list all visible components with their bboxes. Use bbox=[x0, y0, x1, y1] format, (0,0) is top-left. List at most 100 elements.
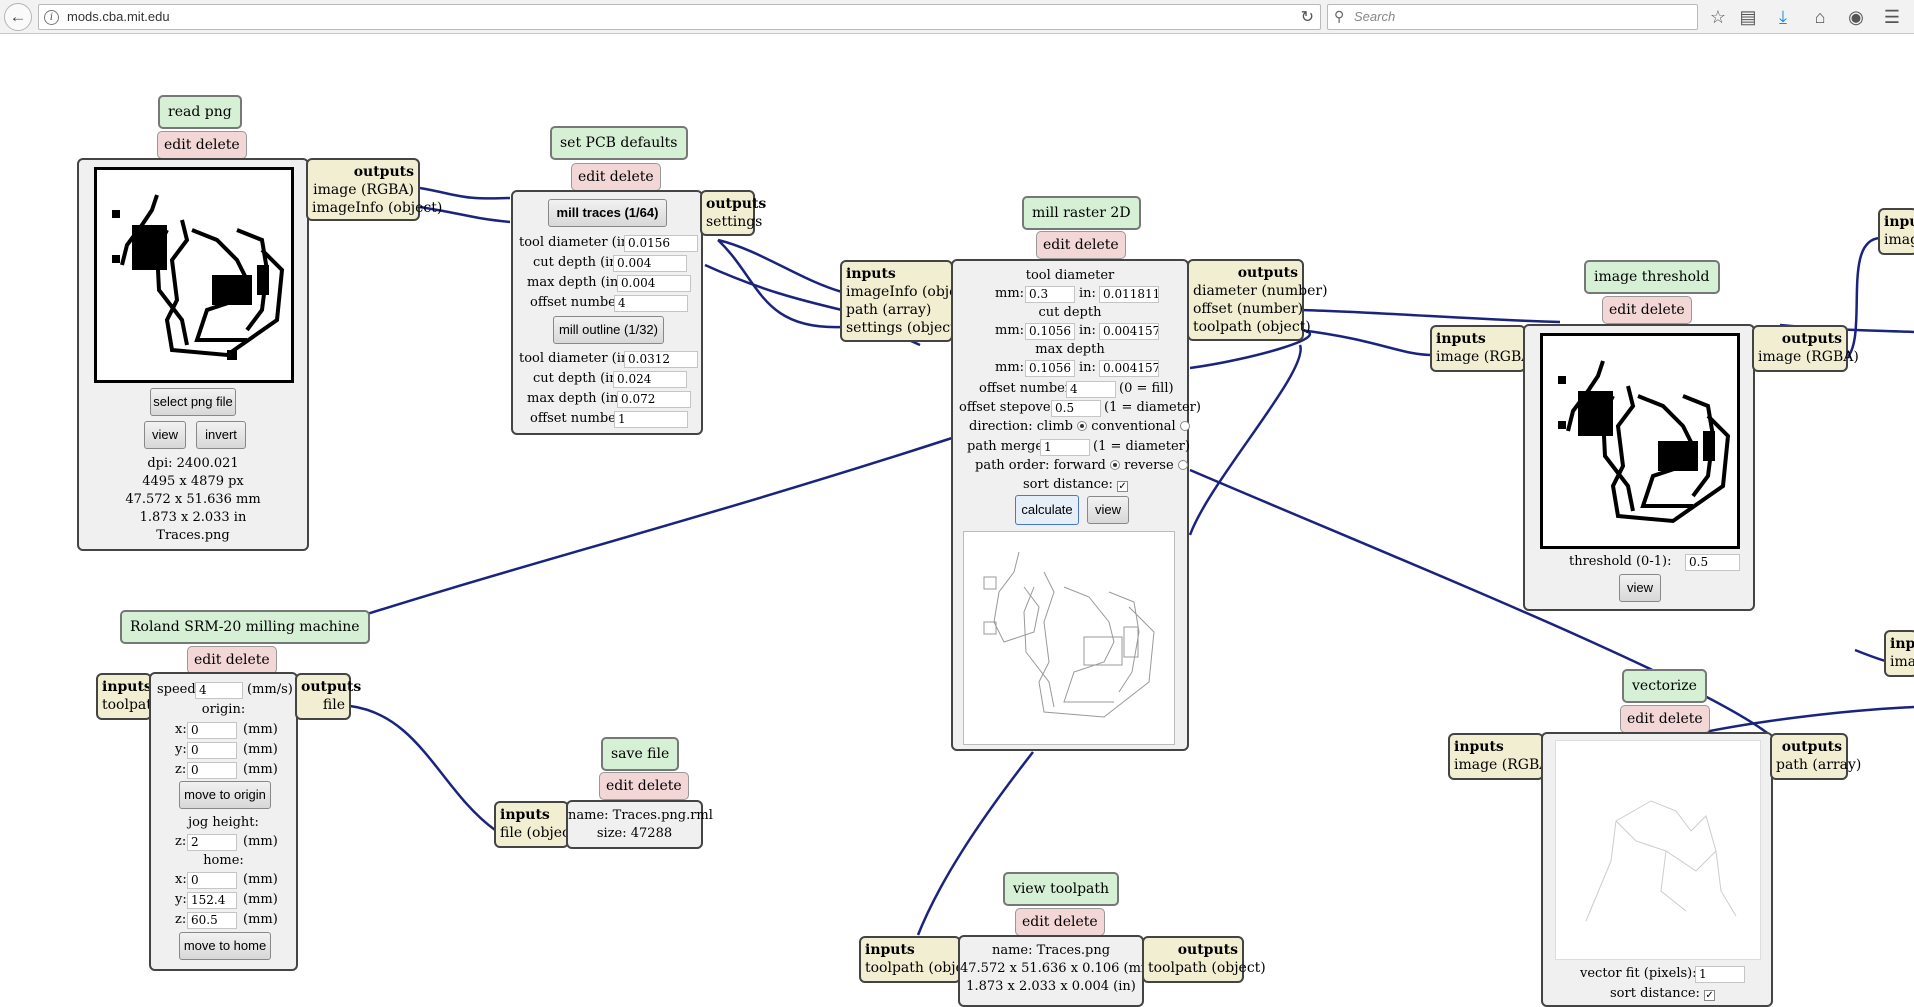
vectorize-outputs[interactable]: outputs path (array) bbox=[1770, 733, 1861, 780]
input-port[interactable]: toolpath bbox=[102, 697, 161, 713]
vectorize-edit-delete[interactable]: edit delete bbox=[1620, 705, 1710, 733]
search-input[interactable]: ⚲ Search bbox=[1327, 4, 1698, 30]
move-to-home-button[interactable]: move to home bbox=[179, 932, 271, 960]
home-x-field[interactable]: 0 bbox=[187, 872, 237, 889]
vectorize-title[interactable]: vectorize bbox=[1622, 669, 1707, 703]
bookmark-star-icon[interactable]: ☆ bbox=[1709, 7, 1727, 27]
speed-field[interactable]: 4 bbox=[195, 682, 243, 699]
output-port[interactable]: diameter (number) bbox=[1193, 283, 1328, 299]
mill-raster-edit-delete[interactable]: edit delete bbox=[1036, 231, 1126, 259]
input-port[interactable]: file (object) bbox=[500, 825, 581, 841]
output-port[interactable]: image (RGBA) bbox=[313, 182, 414, 198]
read-png-outputs[interactable]: outputs image (RGBA) imageInfo (object) bbox=[306, 158, 442, 221]
jog-z-field[interactable]: 2 bbox=[187, 834, 237, 851]
origin-y-field[interactable]: 0 bbox=[187, 742, 237, 759]
roland-outputs[interactable]: outputs file bbox=[295, 673, 361, 720]
view-button[interactable]: view bbox=[1619, 574, 1661, 602]
cut-depth-in-field[interactable]: 0.004157 bbox=[1099, 323, 1159, 340]
back-button[interactable]: ← bbox=[4, 3, 32, 31]
partial-module-inputs[interactable]: inpu imag bbox=[1878, 208, 1914, 255]
offset-stepover-field[interactable]: 0.5 bbox=[1051, 400, 1101, 417]
output-port[interactable]: toolpath (object) bbox=[1193, 319, 1311, 335]
input-port[interactable]: imag bbox=[1890, 654, 1914, 670]
view-button[interactable]: view bbox=[144, 421, 186, 449]
mill-raster-inputs[interactable]: inputs imageInfo (object) path (array) s… bbox=[840, 260, 976, 342]
mill-raster-title[interactable]: mill raster 2D bbox=[1022, 196, 1141, 230]
roland-title[interactable]: Roland SRM-20 milling machine bbox=[120, 610, 370, 644]
save-file-title[interactable]: save file bbox=[601, 737, 680, 771]
partial-module-inputs[interactable]: inpu imag bbox=[1884, 630, 1914, 677]
home-z-field[interactable]: 60.5 bbox=[187, 912, 237, 929]
outline-cut-depth-field[interactable]: 0.024 bbox=[613, 371, 687, 388]
tool-diameter-in-field[interactable]: 0.011811 bbox=[1099, 286, 1159, 303]
output-port[interactable]: toolpath (object) bbox=[1148, 960, 1266, 976]
input-port[interactable]: image (RGBA) bbox=[1436, 349, 1537, 365]
pcb-defaults-title[interactable]: set PCB defaults bbox=[550, 126, 688, 160]
path-merge-field[interactable]: 1 bbox=[1040, 439, 1090, 456]
input-port[interactable]: settings (object) bbox=[846, 320, 962, 336]
home-icon[interactable]: ⌂ bbox=[1814, 7, 1826, 27]
traces-offset-number-field[interactable]: 4 bbox=[614, 295, 688, 312]
mill-outline-button[interactable]: mill outline (1/32) bbox=[553, 316, 664, 344]
image-threshold-inputs[interactable]: inputs image (RGBA) bbox=[1430, 325, 1537, 372]
reverse-radio[interactable] bbox=[1177, 460, 1188, 470]
sort-distance-checkbox[interactable]: ✓ bbox=[1704, 990, 1716, 1001]
output-port[interactable]: image (RGBA) bbox=[1758, 349, 1859, 365]
pcb-defaults-outputs[interactable]: outputs settings bbox=[700, 190, 766, 236]
url-bar[interactable]: i mods.cba.mit.edu ↻ bbox=[38, 4, 1321, 30]
reading-list-icon[interactable]: ▤ bbox=[1739, 7, 1757, 27]
max-depth-mm-field[interactable]: 0.1056 bbox=[1025, 360, 1075, 377]
view-toolpath-outputs[interactable]: outputs toolpath (object) bbox=[1142, 936, 1266, 983]
conventional-radio[interactable] bbox=[1179, 421, 1190, 431]
view-button[interactable]: view bbox=[1087, 496, 1129, 524]
save-file-inputs[interactable]: inputs file (object) bbox=[494, 801, 581, 848]
reload-icon[interactable]: ↻ bbox=[1300, 9, 1314, 26]
image-threshold-edit-delete[interactable]: edit delete bbox=[1602, 296, 1692, 324]
select-png-file-button[interactable]: select png file bbox=[150, 388, 236, 416]
view-toolpath-title[interactable]: view toolpath bbox=[1003, 872, 1120, 906]
output-port[interactable]: settings bbox=[706, 214, 763, 230]
input-port[interactable]: toolpath (object) bbox=[865, 960, 983, 976]
vector-fit-field[interactable]: 1 bbox=[1695, 966, 1745, 983]
forward-radio[interactable] bbox=[1110, 460, 1120, 470]
traces-tool-diameter-field[interactable]: 0.0156 bbox=[624, 235, 698, 252]
view-toolpath-inputs[interactable]: inputs toolpath (object) bbox=[859, 936, 983, 983]
image-threshold-outputs[interactable]: outputs image (RGBA) bbox=[1752, 325, 1859, 372]
download-icon[interactable]: ⤓ bbox=[1779, 7, 1787, 27]
input-port[interactable]: imag bbox=[1884, 232, 1914, 248]
origin-z-field[interactable]: 0 bbox=[187, 762, 237, 779]
output-port[interactable]: offset (number) bbox=[1193, 301, 1304, 317]
tool-diameter-mm-field[interactable]: 0.3 bbox=[1025, 286, 1075, 303]
read-png-title[interactable]: read png bbox=[158, 95, 242, 129]
outline-offset-number-field[interactable]: 1 bbox=[614, 411, 688, 428]
traces-max-depth-field[interactable]: 0.004 bbox=[617, 275, 691, 292]
mill-traces-button[interactable]: mill traces (1/64) bbox=[548, 199, 667, 227]
menu-icon[interactable]: ☰ bbox=[1883, 7, 1901, 27]
output-port[interactable]: file bbox=[322, 697, 345, 713]
sort-distance-checkbox[interactable]: ✓ bbox=[1117, 481, 1129, 492]
vectorize-inputs[interactable]: inputs image (RGBA) bbox=[1448, 733, 1555, 780]
home-y-field[interactable]: 152.4 bbox=[187, 892, 237, 909]
read-png-edit-delete[interactable]: edit delete bbox=[157, 131, 247, 159]
outline-tool-diameter-field[interactable]: 0.0312 bbox=[624, 351, 698, 368]
offset-number-field[interactable]: 4 bbox=[1066, 381, 1116, 398]
threshold-field[interactable]: 0.5 bbox=[1685, 554, 1740, 571]
roland-edit-delete[interactable]: edit delete bbox=[187, 646, 277, 674]
image-threshold-title[interactable]: image threshold bbox=[1584, 260, 1720, 294]
origin-x-field[interactable]: 0 bbox=[187, 722, 237, 739]
traces-cut-depth-field[interactable]: 0.004 bbox=[613, 255, 687, 272]
save-file-edit-delete[interactable]: edit delete bbox=[599, 772, 689, 800]
view-toolpath-edit-delete[interactable]: edit delete bbox=[1015, 908, 1105, 936]
move-to-origin-button[interactable]: move to origin bbox=[179, 781, 271, 809]
roland-inputs[interactable]: inputs toolpath bbox=[96, 673, 161, 720]
output-port[interactable]: imageInfo (object) bbox=[312, 200, 443, 216]
climb-radio[interactable] bbox=[1077, 421, 1088, 431]
cut-depth-mm-field[interactable]: 0.1056 bbox=[1025, 323, 1075, 340]
output-port[interactable]: path (array) bbox=[1776, 757, 1862, 773]
pocket-icon[interactable]: ◉ bbox=[1848, 7, 1864, 27]
pcb-defaults-edit-delete[interactable]: edit delete bbox=[571, 163, 661, 191]
input-port[interactable]: imageInfo (object) bbox=[846, 284, 977, 300]
calculate-button[interactable]: calculate bbox=[1015, 495, 1079, 525]
invert-button[interactable]: invert bbox=[196, 421, 246, 449]
input-port[interactable]: image (RGBA) bbox=[1454, 757, 1555, 773]
